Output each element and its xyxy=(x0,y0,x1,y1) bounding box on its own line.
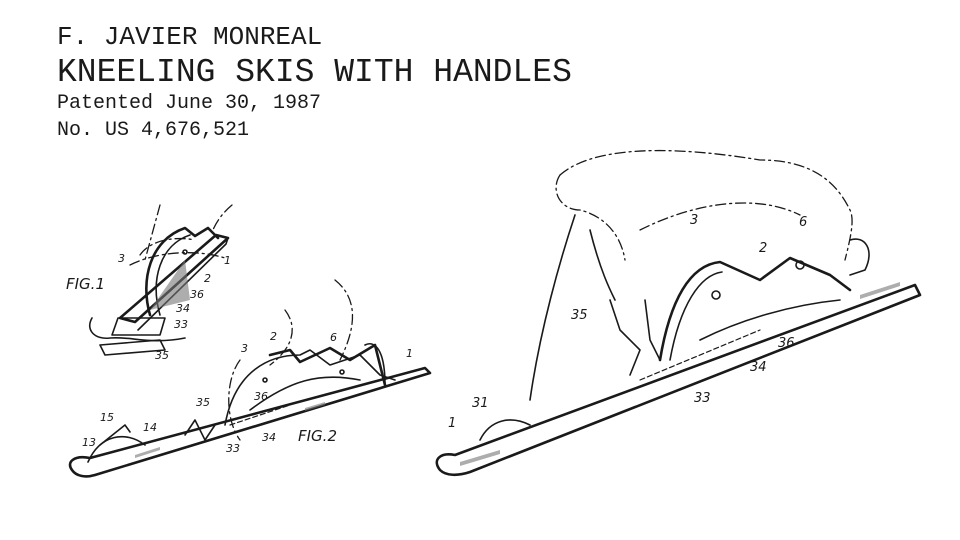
fig3-label: 31 xyxy=(472,396,489,411)
fig2-label: 34 xyxy=(262,431,276,444)
fig2-label: 1 xyxy=(406,347,413,360)
figure-3: 3 6 2 35 36 34 33 31 1 xyxy=(437,151,920,475)
fig2-label: 33 xyxy=(226,442,240,455)
fig3-label: 6 xyxy=(799,215,807,230)
fig2-label: 35 xyxy=(196,396,210,409)
fig2-label: 15 xyxy=(100,411,114,424)
fig1-label: 34 xyxy=(176,302,190,315)
fig2-label: 3 xyxy=(241,342,248,355)
fig2-label: 14 xyxy=(143,421,157,434)
fig2-label: 6 xyxy=(330,331,337,344)
fig3-label: 34 xyxy=(750,360,767,375)
fig3-label: 1 xyxy=(448,416,456,431)
fig1-label: 36 xyxy=(190,288,204,301)
fig3-label: 3 xyxy=(690,213,698,228)
fig3-label: 33 xyxy=(694,391,711,406)
figure-2: FIG.2 2 3 6 1 35 36 15 14 13 33 34 xyxy=(70,280,430,476)
fig1-label: 35 xyxy=(155,349,169,362)
fig2-caption: FIG.2 xyxy=(298,427,337,445)
figure-1: FIG.1 3 1 2 36 34 33 35 xyxy=(66,205,232,362)
fig1-label: 3 xyxy=(118,252,125,265)
fig2-label: 2 xyxy=(270,330,277,343)
fig3-label: 2 xyxy=(759,241,767,256)
fig3-label: 36 xyxy=(778,336,795,351)
fig1-label: 1 xyxy=(224,254,231,267)
fig1-label: 2 xyxy=(204,272,211,285)
fig1-caption: FIG.1 xyxy=(66,275,105,293)
fig2-label: 36 xyxy=(254,390,268,403)
fig2-label: 13 xyxy=(82,436,96,449)
fig1-label: 33 xyxy=(174,318,188,331)
fig3-label: 35 xyxy=(571,308,588,323)
